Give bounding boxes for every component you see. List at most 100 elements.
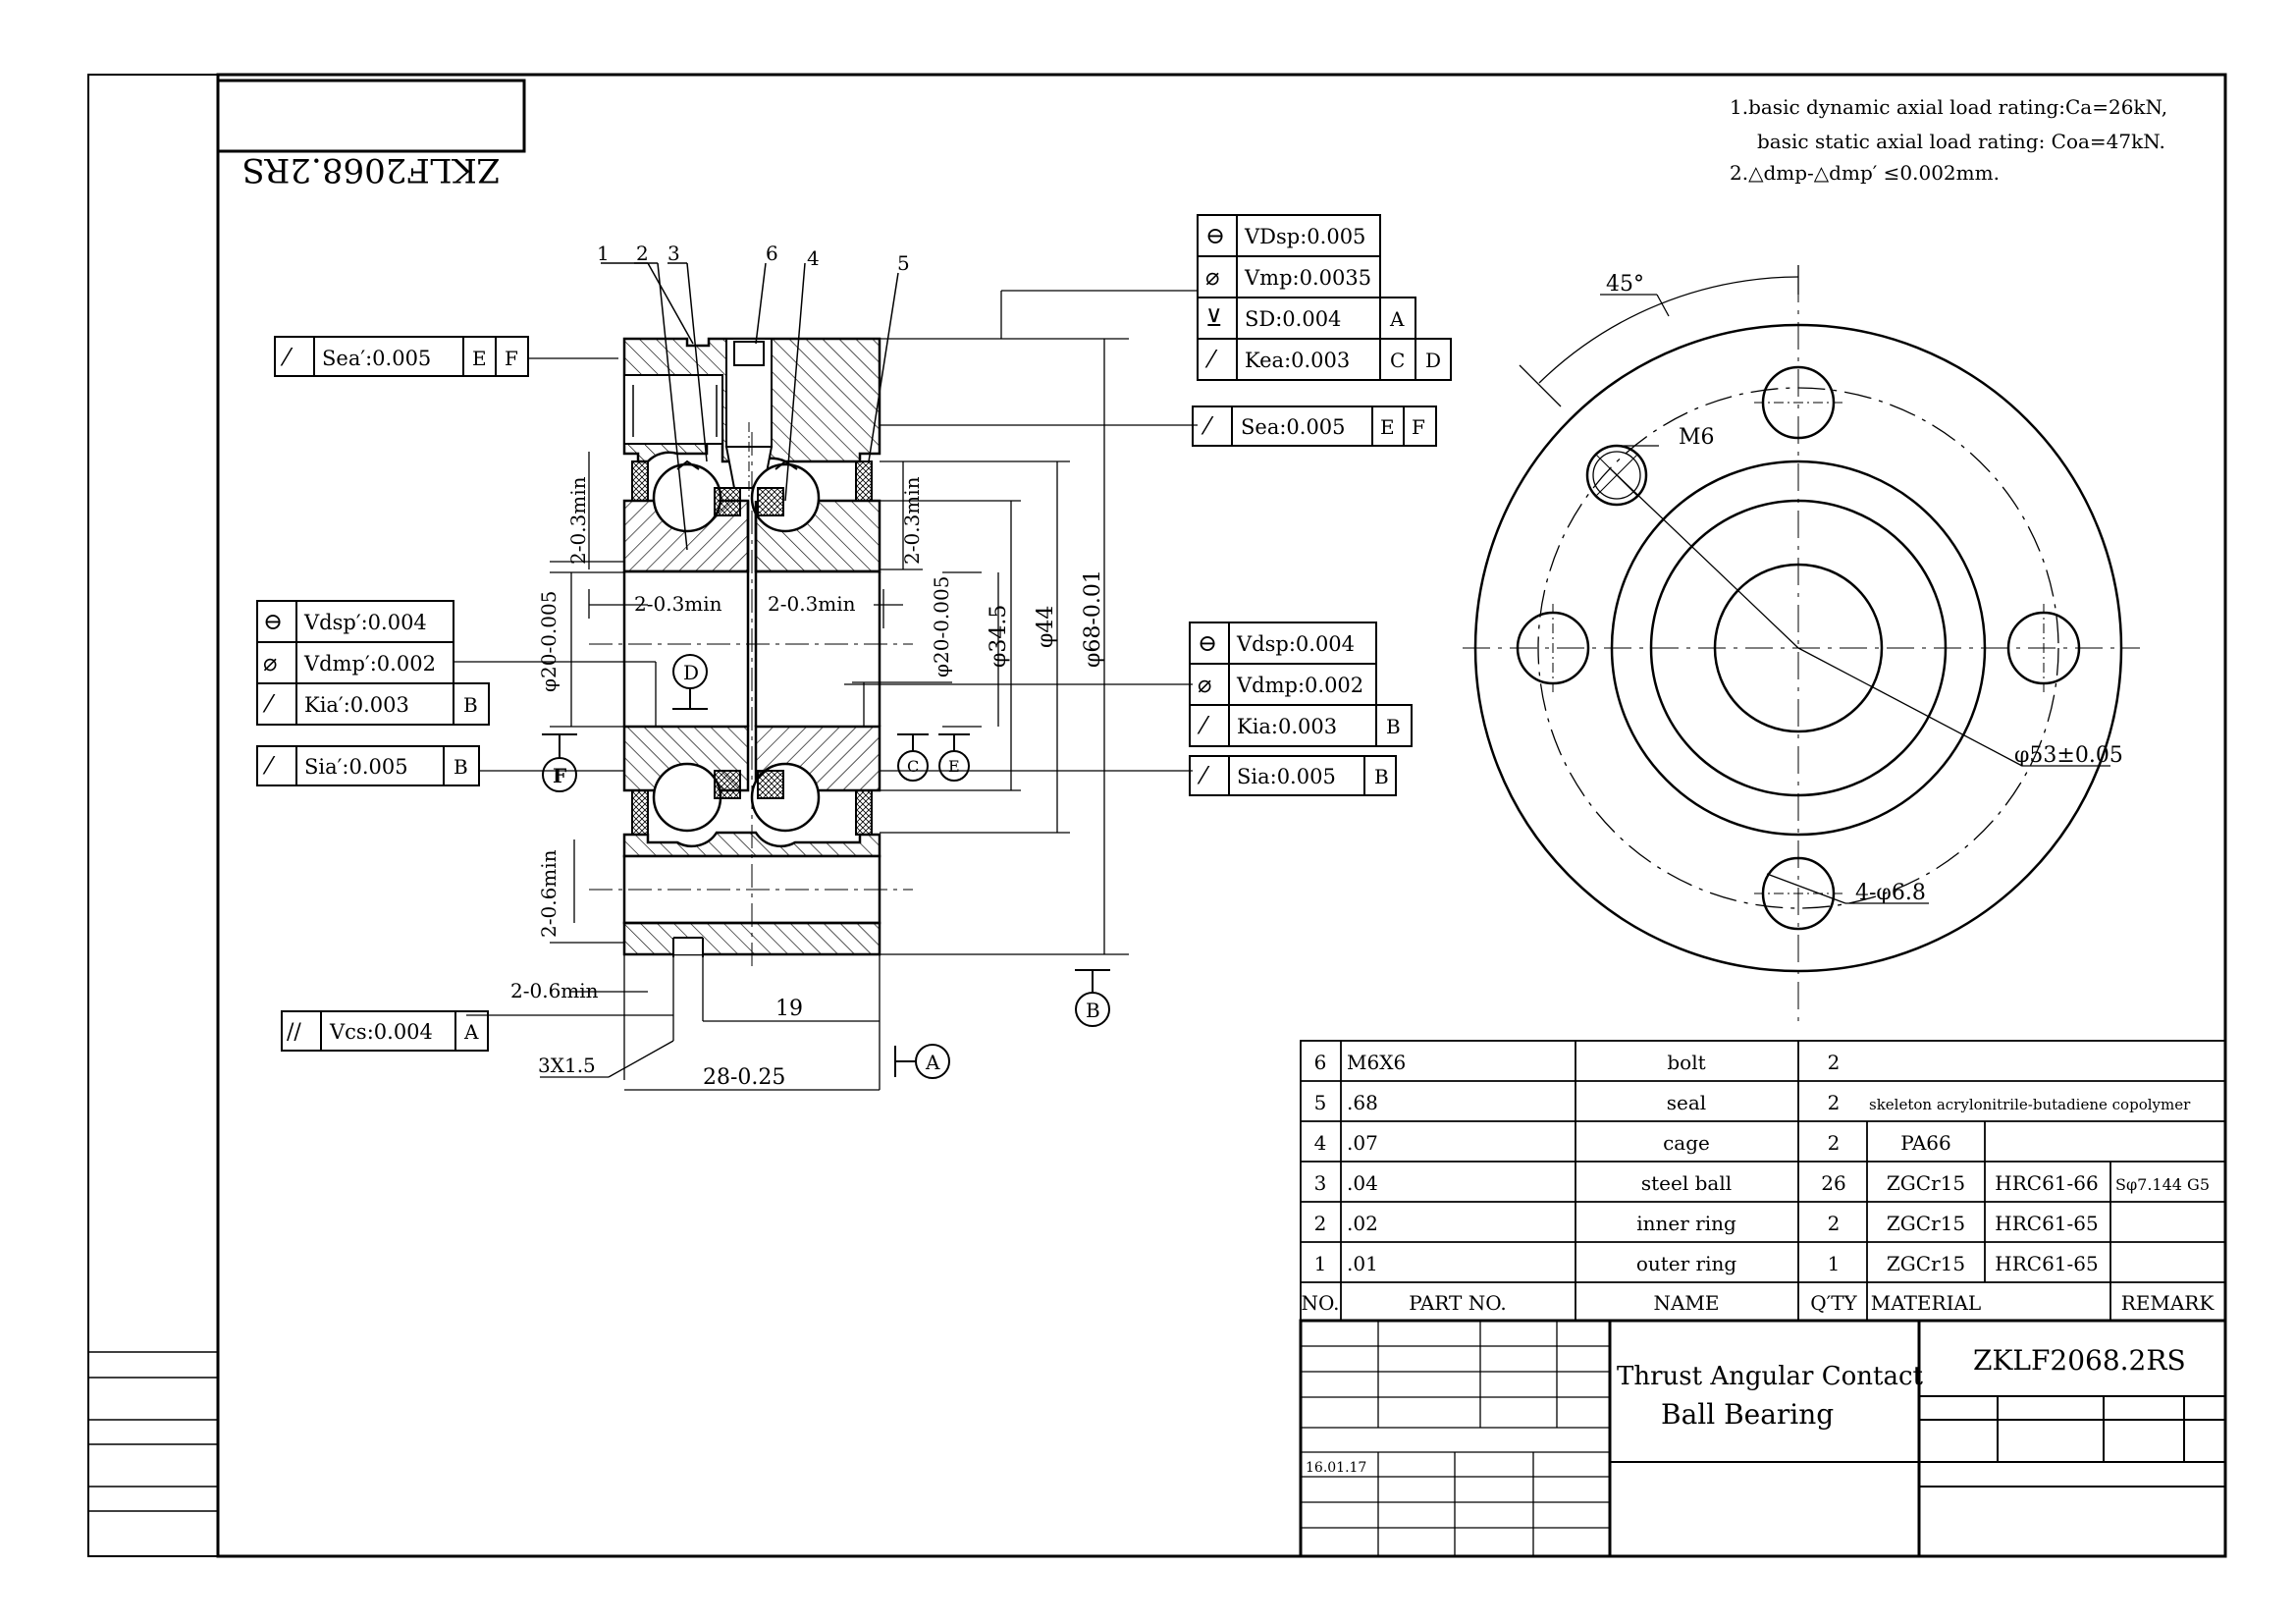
dim-chamfer-bottom: 2-0.6min: [537, 849, 561, 938]
sea-prime-d2: F: [505, 347, 518, 370]
bom-part-no: .02: [1347, 1212, 1378, 1235]
section-view: [589, 337, 913, 972]
bom-part-no: M6X6: [1347, 1051, 1406, 1074]
vcs-symbol: //: [287, 1020, 301, 1045]
dim-bore-left: φ20-0.005: [537, 591, 561, 692]
bom-name: steel ball: [1641, 1171, 1732, 1195]
title-block: Thrust Angular Contact Ball Bearing ZKLF…: [1306, 1344, 2186, 1476]
callout-5: 5: [897, 251, 910, 275]
dim-chamfer-top-right: 2-0.3min: [900, 476, 924, 565]
bom-name: seal: [1667, 1091, 1706, 1114]
title-date: 16.01.17: [1306, 1460, 1366, 1476]
sea-symbol: ⁄: [1201, 412, 1214, 440]
ball-upper-left: [652, 462, 722, 533]
bom-qty: 2: [1828, 1212, 1841, 1235]
title-block-lines: [1299, 1319, 2227, 1558]
vcs-text: Vcs:0.004: [329, 1020, 433, 1044]
dim-thread: M6: [1679, 425, 1715, 450]
datum-e: E: [948, 757, 960, 776]
bom-no: 1: [1314, 1252, 1327, 1275]
sia-prime-d1: B: [454, 755, 468, 779]
bom-name: outer ring: [1636, 1252, 1737, 1275]
bom-qty: 2: [1828, 1091, 1841, 1114]
note-1: 1.basic dynamic axial load rating:Ca=26k…: [1730, 95, 2167, 119]
dim-28: 28-0.25: [703, 1065, 785, 1090]
bom-qty: 2: [1828, 1051, 1841, 1074]
dim-chamfer-mid-right: 2-0.3min: [768, 592, 856, 616]
dimension-lines: [454, 290, 1198, 1091]
bom-part-no: .07: [1347, 1131, 1378, 1155]
bom-no: 4: [1314, 1131, 1327, 1155]
kea-symbol: ⁄: [1204, 346, 1218, 373]
bom-hrc: HRC61-65: [1995, 1212, 2098, 1235]
bom-name: bolt: [1667, 1051, 1705, 1074]
vdmp-prime-text: Vdmp′:0.002: [303, 652, 436, 676]
sd-symbol: ⊻: [1205, 304, 1223, 332]
sheet-border: [87, 73, 2227, 1558]
sia-prime-symbol: ⁄: [262, 752, 276, 780]
tolerance-frames: [256, 214, 1452, 1052]
sd-d1: A: [1389, 307, 1405, 331]
bom-remark: Sφ7.144 G5: [2115, 1175, 2210, 1194]
front-view: [1463, 265, 2140, 1021]
vmp-symbol: ⌀: [1205, 263, 1219, 291]
dim-holes: 4-φ6.8: [1855, 881, 1926, 905]
bom-part-no: .04: [1347, 1171, 1378, 1195]
bom-header-part: PART NO.: [1409, 1291, 1507, 1315]
bom-hrc: HRC61-66: [1995, 1171, 2098, 1195]
dim-chamfer-mid-left: 2-0.3min: [634, 592, 722, 616]
vdsp-prime-text: Vdsp′:0.004: [303, 611, 427, 634]
dim-68: φ68-0.01: [1081, 569, 1105, 668]
kea-text: Kea:0.003: [1245, 349, 1350, 372]
note-2: 2.△dmp-△dmp′ ≤0.002mm.: [1730, 161, 2000, 185]
dim-pcd: φ53±0.05: [2014, 743, 2123, 768]
dim-groove: 3X1.5: [538, 1054, 596, 1077]
callout-labels: 1 2 3 6 4 5: [597, 242, 910, 275]
vdsp2-symbol: ⊖: [1198, 629, 1217, 657]
front-view-labels: 45° M6 φ53±0.05 4-φ6.8: [1606, 272, 2123, 905]
vcs-d1: A: [463, 1020, 479, 1044]
sia-d1: B: [1374, 765, 1389, 788]
vdmp2-text: Vdmp:0.002: [1236, 674, 1363, 697]
dim-19: 19: [775, 997, 803, 1021]
dimension-texts: 2-0.3min 2-0.3min 2-0.3min 2-0.3min 2-0.…: [510, 476, 1105, 1090]
sea-prime-text: Sea′:0.005: [322, 347, 431, 370]
bom-header-material: MATERIAL: [1871, 1291, 1981, 1315]
bom-header-qty: Q′TY: [1810, 1291, 1857, 1315]
vdsp-text: VDsp:0.005: [1244, 225, 1365, 248]
bom-hrc: HRC61-65: [1995, 1252, 2098, 1275]
sia-prime-text: Sia′:0.005: [304, 755, 408, 779]
vdsp-symbol: ⊖: [1205, 222, 1225, 249]
datum-labels: D F C E B A: [553, 661, 1100, 1074]
bom-no: 3: [1314, 1171, 1327, 1195]
dim-chamfer-top-left: 2-0.3min: [566, 476, 590, 565]
note-1b: basic static axial load rating: Coa=47kN…: [1757, 130, 2165, 153]
bom-no: 2: [1314, 1212, 1327, 1235]
kia-prime-text: Kia′:0.003: [304, 693, 409, 717]
kea-d2: D: [1425, 349, 1441, 372]
kia-d1: B: [1386, 715, 1401, 738]
callout-numbers: [601, 262, 899, 551]
callout-6: 6: [766, 242, 778, 265]
callout-3: 3: [667, 242, 680, 265]
dim-345: φ34.5: [987, 605, 1011, 668]
bom-no: 6: [1314, 1051, 1327, 1074]
callout-2: 2: [636, 242, 649, 265]
vdsp2-text: Vdsp:0.004: [1236, 632, 1355, 656]
kea-d1: C: [1390, 349, 1405, 372]
bom-material: ZGCr15: [1887, 1212, 1965, 1235]
kia-prime-symbol: ⁄: [262, 690, 276, 718]
vdmp2-symbol: ⌀: [1198, 671, 1211, 698]
bom-name: inner ring: [1636, 1212, 1736, 1235]
bom-qty: 2: [1828, 1131, 1841, 1155]
bom-header-remark: REMARK: [2121, 1291, 2216, 1315]
title-part-number: ZKLF2068.2RS: [1973, 1344, 2186, 1377]
datum-b: B: [1086, 999, 1100, 1022]
sia-symbol: ⁄: [1197, 762, 1210, 789]
bom-qty: 26: [1821, 1171, 1845, 1195]
sd-text: SD:0.004: [1245, 307, 1341, 331]
bom-name: cage: [1663, 1131, 1710, 1155]
sea-text: Sea:0.005: [1241, 415, 1346, 439]
datum-c: C: [907, 757, 919, 776]
